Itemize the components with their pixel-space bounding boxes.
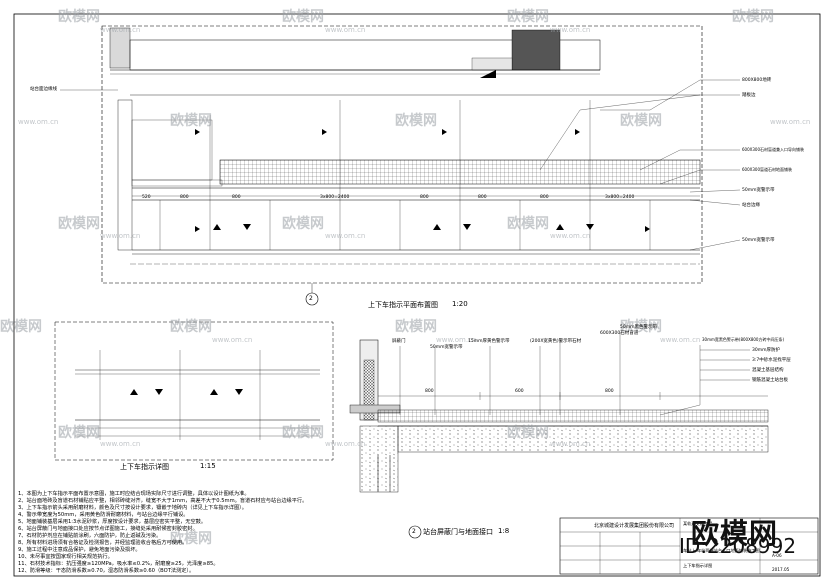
- watermark-brand: 欧模网: [58, 216, 100, 232]
- section-dim: 800: [425, 389, 434, 394]
- section-callout: 混凝土基层结构: [752, 368, 784, 373]
- note-line: 6、站台屏蔽门与地面接口处应按节点详图施工，接缝处采用耐候密封胶密封。: [18, 526, 198, 532]
- watermark-brand: 欧模网: [58, 9, 100, 25]
- plan-callout: 600X300石材盲道兼入口导向铺装: [742, 147, 805, 152]
- section-callout: 50mm宽警示带: [430, 345, 463, 350]
- section-callout: 屏蔽门: [392, 339, 406, 344]
- detail-view: [54, 321, 334, 461]
- section-callout: 30mm宽黑色警示带(800X800方砖中间压条): [702, 337, 785, 342]
- tb-company: 北京城建设计发展集团股份有限公司: [594, 523, 675, 529]
- plan-dim: 800: [180, 195, 189, 200]
- note-line: 10、未尽事宜按国家现行相关规范执行。: [18, 554, 113, 560]
- plan-callout: 踏板边: [742, 93, 756, 98]
- plan-callout: 800X800地砖: [742, 78, 772, 83]
- watermark-site: www.om.cn: [100, 440, 141, 448]
- watermark-brand: 欧模网: [282, 425, 324, 441]
- section-dim: 800: [605, 389, 614, 394]
- section-scale: 1:8: [498, 527, 510, 535]
- watermark-site: www.om.cn: [100, 232, 141, 240]
- watermark-site: www.om.cn: [770, 118, 811, 126]
- section-callout: 3:7中砂水泥找平层: [752, 358, 791, 363]
- plan-callout: 站台边缘: [742, 203, 760, 208]
- section-callout: 600X300石材盲道: [600, 331, 639, 336]
- plan-title: 上下车指示平面布置图: [368, 301, 438, 309]
- watermark-site: www.om.cn: [550, 232, 591, 240]
- title-block: [559, 517, 819, 575]
- plan-callout: 50mm宽警示带: [742, 188, 775, 193]
- note-line: 3、上下车指示箭头采用耐磨材料，颜色及尺寸按设计要求，镶嵌于地砖内（详见上下车指…: [18, 505, 247, 511]
- watermark-brand: 欧模网: [732, 9, 774, 25]
- watermark-site: www.om.cn: [18, 118, 59, 126]
- watermark-site: www.om.cn: [660, 336, 701, 344]
- note-line: 8、所有材料进场须有合格证及检测报告，并经监理验收合格后方可使用。: [18, 540, 188, 546]
- note-line: 1、本图为上下车指示平面布置示意图，施工时应结合现场实际尺寸进行调整，具体以设计…: [18, 491, 250, 497]
- watermark-brand: 欧模网: [282, 216, 324, 232]
- watermark-brand: 欧模网: [58, 425, 100, 441]
- watermark-site: www.om.cn: [212, 336, 253, 344]
- section-title: 站台屏蔽门与地面接口: [423, 528, 493, 536]
- tb-drawing-name: 上下车指示详图: [683, 563, 713, 568]
- watermark-brand: 欧模网: [170, 531, 212, 547]
- plan-view: [60, 25, 741, 306]
- plan-dim: 800: [420, 195, 429, 200]
- watermark-brand: 欧模网: [507, 425, 549, 441]
- brand-logo: 欧模网: [691, 517, 779, 550]
- plan-dim: 520: [142, 195, 151, 200]
- section-callout: 50mm黑色警示带: [620, 325, 657, 330]
- watermark-brand: 欧模网: [395, 113, 437, 129]
- plan-callout: 站台面边缘线: [30, 87, 57, 92]
- plan-callout: 600X300盲道石材地面铺装: [742, 167, 793, 172]
- watermark-site: www.om.cn: [325, 26, 366, 34]
- note-line: 12、防滑等级：干态防滑系数≥0.70，湿态防滑系数≥0.60（BOT法测定）。: [18, 568, 195, 574]
- note-line: 11、石材技术指标：抗压强度≥120MPa，吸水率≤0.2%，耐磨度≥25，光泽…: [18, 561, 219, 567]
- watermark-site: www.om.cn: [325, 232, 366, 240]
- plan-dim: 800: [232, 195, 241, 200]
- note-line: 4、警示带宽度为50mm，采用黄色防滑耐磨材料，与站台边缘平行铺设。: [18, 512, 189, 518]
- watermark-brand: 欧模网: [282, 9, 324, 25]
- plan-dim: 800: [540, 195, 549, 200]
- tb-project: 某轨道交通工程: [683, 521, 713, 526]
- plan-dim: 3x800=2400: [320, 195, 350, 200]
- watermark-brand: 欧模网: [170, 319, 212, 335]
- section-marker: 2: [309, 295, 313, 302]
- watermark-brand: 欧模网: [620, 113, 662, 129]
- plan-dim: 3x800=2400: [605, 195, 635, 200]
- watermark-brand: 欧模网: [395, 319, 437, 335]
- section-marker: 2: [412, 528, 416, 535]
- section-callout: 15mm厚黄色警示带: [468, 339, 510, 344]
- note-line: 5、地面铺装基层采用1:3水泥砂浆，厚度按设计要求，基层应密实平整，无空鼓。: [18, 519, 207, 525]
- note-line: 9、施工过程中注意成品保护，避免地面污染及损坏。: [18, 547, 141, 553]
- tb-date: 2017.05: [772, 567, 790, 572]
- note-line: 7、石材防护剂应在铺贴前涂刷，六面防护，防止返碱及污染。: [18, 533, 162, 539]
- watermark-brand: 欧模网: [507, 216, 549, 232]
- plan-dim: 800: [478, 195, 487, 200]
- plan-scale: 1:20: [452, 300, 468, 308]
- watermark-brand: 欧模网: [0, 319, 42, 335]
- note-line: 2、站台面地砖及盲道石材铺贴应平整，相邻砖缝对齐，缝宽不大于1mm，高差不大于0…: [18, 498, 308, 504]
- tb-sheet-no: A-06: [772, 553, 782, 558]
- section-callout: 钢筋混凝土站台板: [752, 378, 788, 383]
- watermark-brand: 欧模网: [620, 319, 662, 335]
- section-view: [349, 332, 769, 539]
- watermark-brand: 欧模网: [507, 9, 549, 25]
- watermark-site: www.om.cn: [550, 440, 591, 448]
- watermark-site: www.om.cn: [436, 336, 477, 344]
- watermark-site: www.om.cn: [325, 440, 366, 448]
- section-callout: (200X宽黄色)警示带石材: [530, 339, 582, 344]
- detail-title: 上下车指示详图: [120, 463, 169, 471]
- brand-id: ID:2208992: [679, 534, 797, 558]
- section-callout: 30mm厚防护: [752, 348, 780, 353]
- tb-project-line2: 车站上/车站两端站台入口地面铺装施工图: [683, 548, 760, 553]
- watermark-site: www.om.cn: [550, 26, 591, 34]
- section-dim: 600: [515, 389, 524, 394]
- watermark-brand: 欧模网: [170, 113, 212, 129]
- plan-callout: 50mm宽警示带: [742, 238, 775, 243]
- detail-scale: 1:15: [200, 462, 216, 470]
- watermark-site: www.om.cn: [100, 26, 141, 34]
